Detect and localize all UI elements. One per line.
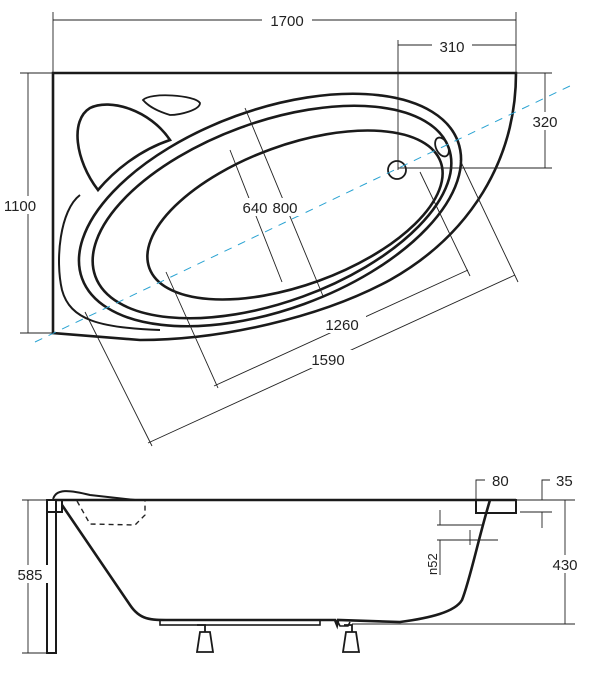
label-bg: [12, 565, 48, 583]
label-bg: [545, 555, 585, 573]
top-view: 1700 310 320 1100 640 800 1260 1590: [0, 12, 573, 447]
drain-outlet: [336, 619, 351, 627]
dim-80: 80: [492, 473, 509, 490]
label-bg: [0, 196, 44, 214]
left-seat: [58, 194, 161, 331]
drain-icon: [387, 160, 407, 180]
dim-800: 800: [272, 200, 297, 217]
panel-bracket: [46, 499, 63, 513]
label-bg: [304, 350, 352, 368]
apron-panel: [46, 499, 57, 654]
label-bg: [526, 112, 564, 130]
leader-80: [475, 479, 485, 500]
tub-outline-top: [51, 71, 518, 342]
foot-right: [341, 624, 361, 653]
dim-1590: 1590: [311, 352, 344, 369]
ext-line: [459, 159, 519, 283]
tub-profile: [60, 499, 492, 630]
handle: [141, 94, 201, 116]
outer-rim: [77, 92, 463, 328]
rim-flange: [475, 499, 517, 514]
headrest-profile: [52, 490, 136, 501]
side-view: 585 430 80 35 n52: [12, 473, 585, 654]
seat-hidden: [76, 500, 146, 526]
dim-310: 310: [439, 39, 464, 56]
dim-640: 640: [242, 200, 267, 217]
foot-left: [195, 624, 215, 653]
dim-1260: 1260: [325, 317, 358, 334]
dim-320: 320: [532, 114, 557, 131]
inner-basin: [146, 129, 444, 301]
label-bg: [262, 12, 312, 28]
dim-1700: 1700: [270, 13, 303, 30]
leader-35: [541, 479, 550, 500]
ext-line: [165, 271, 219, 389]
center-axis: [34, 84, 573, 343]
label-bg: [318, 315, 366, 333]
dim-35: 35: [556, 473, 573, 490]
frame-rail: [159, 619, 321, 626]
dim-1100: 1100: [4, 198, 36, 215]
dim-430: 430: [552, 557, 577, 574]
dim-n52: n52: [425, 553, 440, 575]
dim-585: 585: [17, 567, 42, 584]
label-bg: [432, 38, 472, 54]
headrest: [76, 103, 173, 193]
ext-line: [419, 171, 471, 277]
ext-line: [84, 311, 153, 447]
label-bg: [238, 198, 302, 216]
